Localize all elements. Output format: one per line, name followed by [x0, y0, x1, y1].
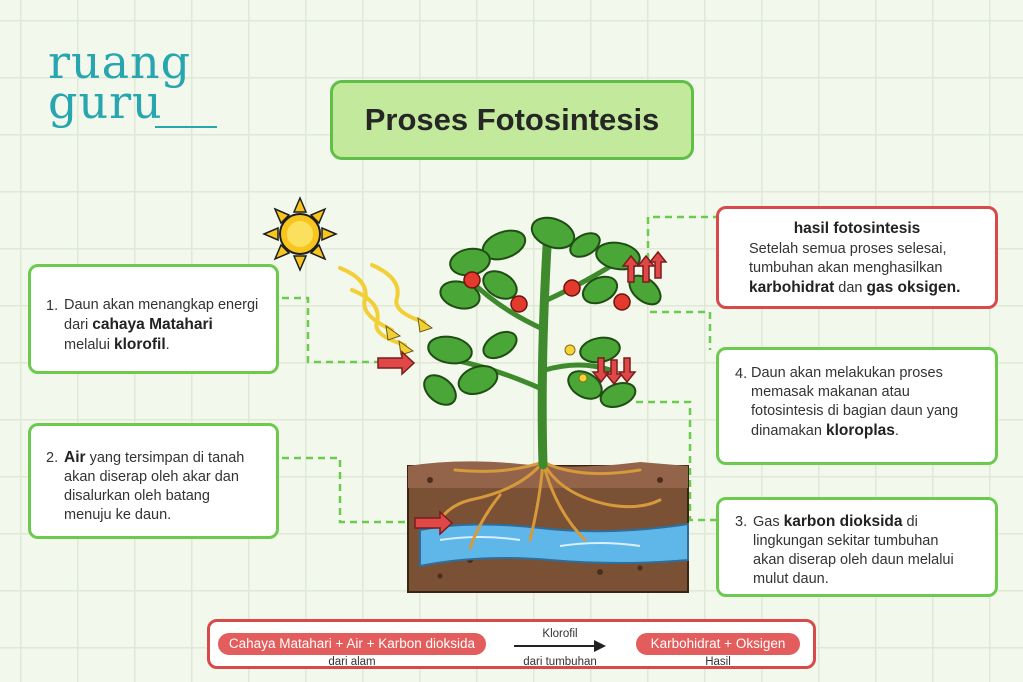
dashed-connectors: [282, 215, 716, 524]
sun-icon: [262, 196, 338, 272]
step-2-line-4: menuju ke daun.: [64, 507, 172, 523]
step-2-line-1: yang tersimpan di tanah: [85, 450, 245, 466]
step-4-number: 4.: [735, 366, 748, 382]
red-arrows: [377, 250, 668, 536]
step-3-number: 3.: [735, 514, 748, 530]
step-1-keyword-chlorophyll: klorofil: [113, 336, 166, 353]
plant-leaves: [423, 216, 662, 409]
step-2-number: 2.: [46, 450, 59, 466]
step-3-line-4: mulut daun.: [753, 571, 829, 587]
result-keyword-oxygen: gas oksigen.: [866, 279, 961, 296]
result-title: hasil fotosintesis: [793, 220, 921, 237]
equation-outputs: Karbohidrat + Oksigen: [636, 633, 800, 655]
step-1-keyword-sunlight: cahaya Matahari: [92, 316, 213, 333]
step-4-keyword-chloroplast: kloroplas: [825, 422, 895, 439]
step-1-period: .: [165, 337, 170, 353]
step-3-line-2: lingkungan sekitar tumbuhan: [753, 533, 939, 549]
step-4-line-2: memasak makanan atau: [751, 384, 910, 400]
step-3-line-3: akan diserap oleh daun melalui: [753, 552, 954, 568]
page-title: Proses Fotosintesis: [364, 102, 660, 137]
step-1-line-2: dari: [64, 317, 93, 333]
step-3-line-1-end: di: [902, 514, 918, 530]
step-3-card: 3. Gas karbon dioksida di lingkungan sek…: [716, 497, 998, 597]
equation-outputs-sub: Hasil: [705, 656, 731, 668]
step-2-line-3: disalurkan oleh batang: [64, 488, 210, 504]
step-3-keyword-co2: karbon dioksida: [783, 513, 903, 530]
step-4-line-1: Daun akan melakukan proses: [751, 365, 943, 381]
tomatoes: [463, 271, 631, 313]
flowers: [564, 344, 588, 383]
step-4-period: .: [894, 423, 899, 439]
step-1-number: 1.: [46, 298, 59, 314]
logo-line-2: guru: [48, 75, 163, 129]
equation-catalyst: Klorofil: [542, 628, 578, 640]
result-keyword-carbohydrate: karbohidrat: [749, 279, 835, 296]
step-3-line-1: Gas: [753, 514, 784, 530]
groundwater: [419, 522, 689, 568]
result-card: hasil fotosintesis Setelah semua proses …: [716, 206, 998, 309]
step-2-keyword-water: Air: [64, 449, 86, 466]
result-line-2: tumbuhan akan menghasilkan: [749, 260, 943, 276]
step-1-line-3: melalui: [64, 337, 114, 353]
equation-inputs-sub: dari alam: [328, 656, 376, 668]
sunlight-arrowheads: [385, 316, 434, 356]
step-4-line-4: dinamakan: [751, 423, 826, 439]
ruangguru-logo: ruang guru: [48, 39, 191, 129]
step-2-line-2: akan diserap oleh akar dan: [64, 469, 239, 485]
equation-catalyst-sub: dari tumbuhan: [523, 656, 597, 668]
logo-underline: [155, 126, 217, 128]
step-2-card: 2. Air yang tersimpan di tanah akan dise…: [28, 423, 279, 539]
logo-line-1: ruang: [48, 35, 192, 89]
equation-inputs: Cahaya Matahari + Air + Karbon dioksida: [218, 633, 486, 655]
step-1-card: 1. Daun akan menangkap energi dari cahay…: [28, 264, 279, 374]
result-line-1: Setelah semua proses selesai,: [749, 241, 947, 257]
sunlight-rays: [338, 263, 426, 347]
equation-box: Cahaya Matahari + Air + Karbon dioksida …: [207, 619, 816, 669]
title-box: Proses Fotosintesis: [330, 80, 694, 160]
result-conjunction: dan: [834, 280, 867, 296]
step-4-card: 4. Daun akan melakukan proses memasak ma…: [716, 347, 998, 465]
step-4-line-3: fotosintesis di bagian daun yang: [751, 403, 959, 419]
step-1-line-1: Daun akan menangkap energi: [64, 297, 259, 313]
equation-arrow-icon: [514, 640, 606, 652]
